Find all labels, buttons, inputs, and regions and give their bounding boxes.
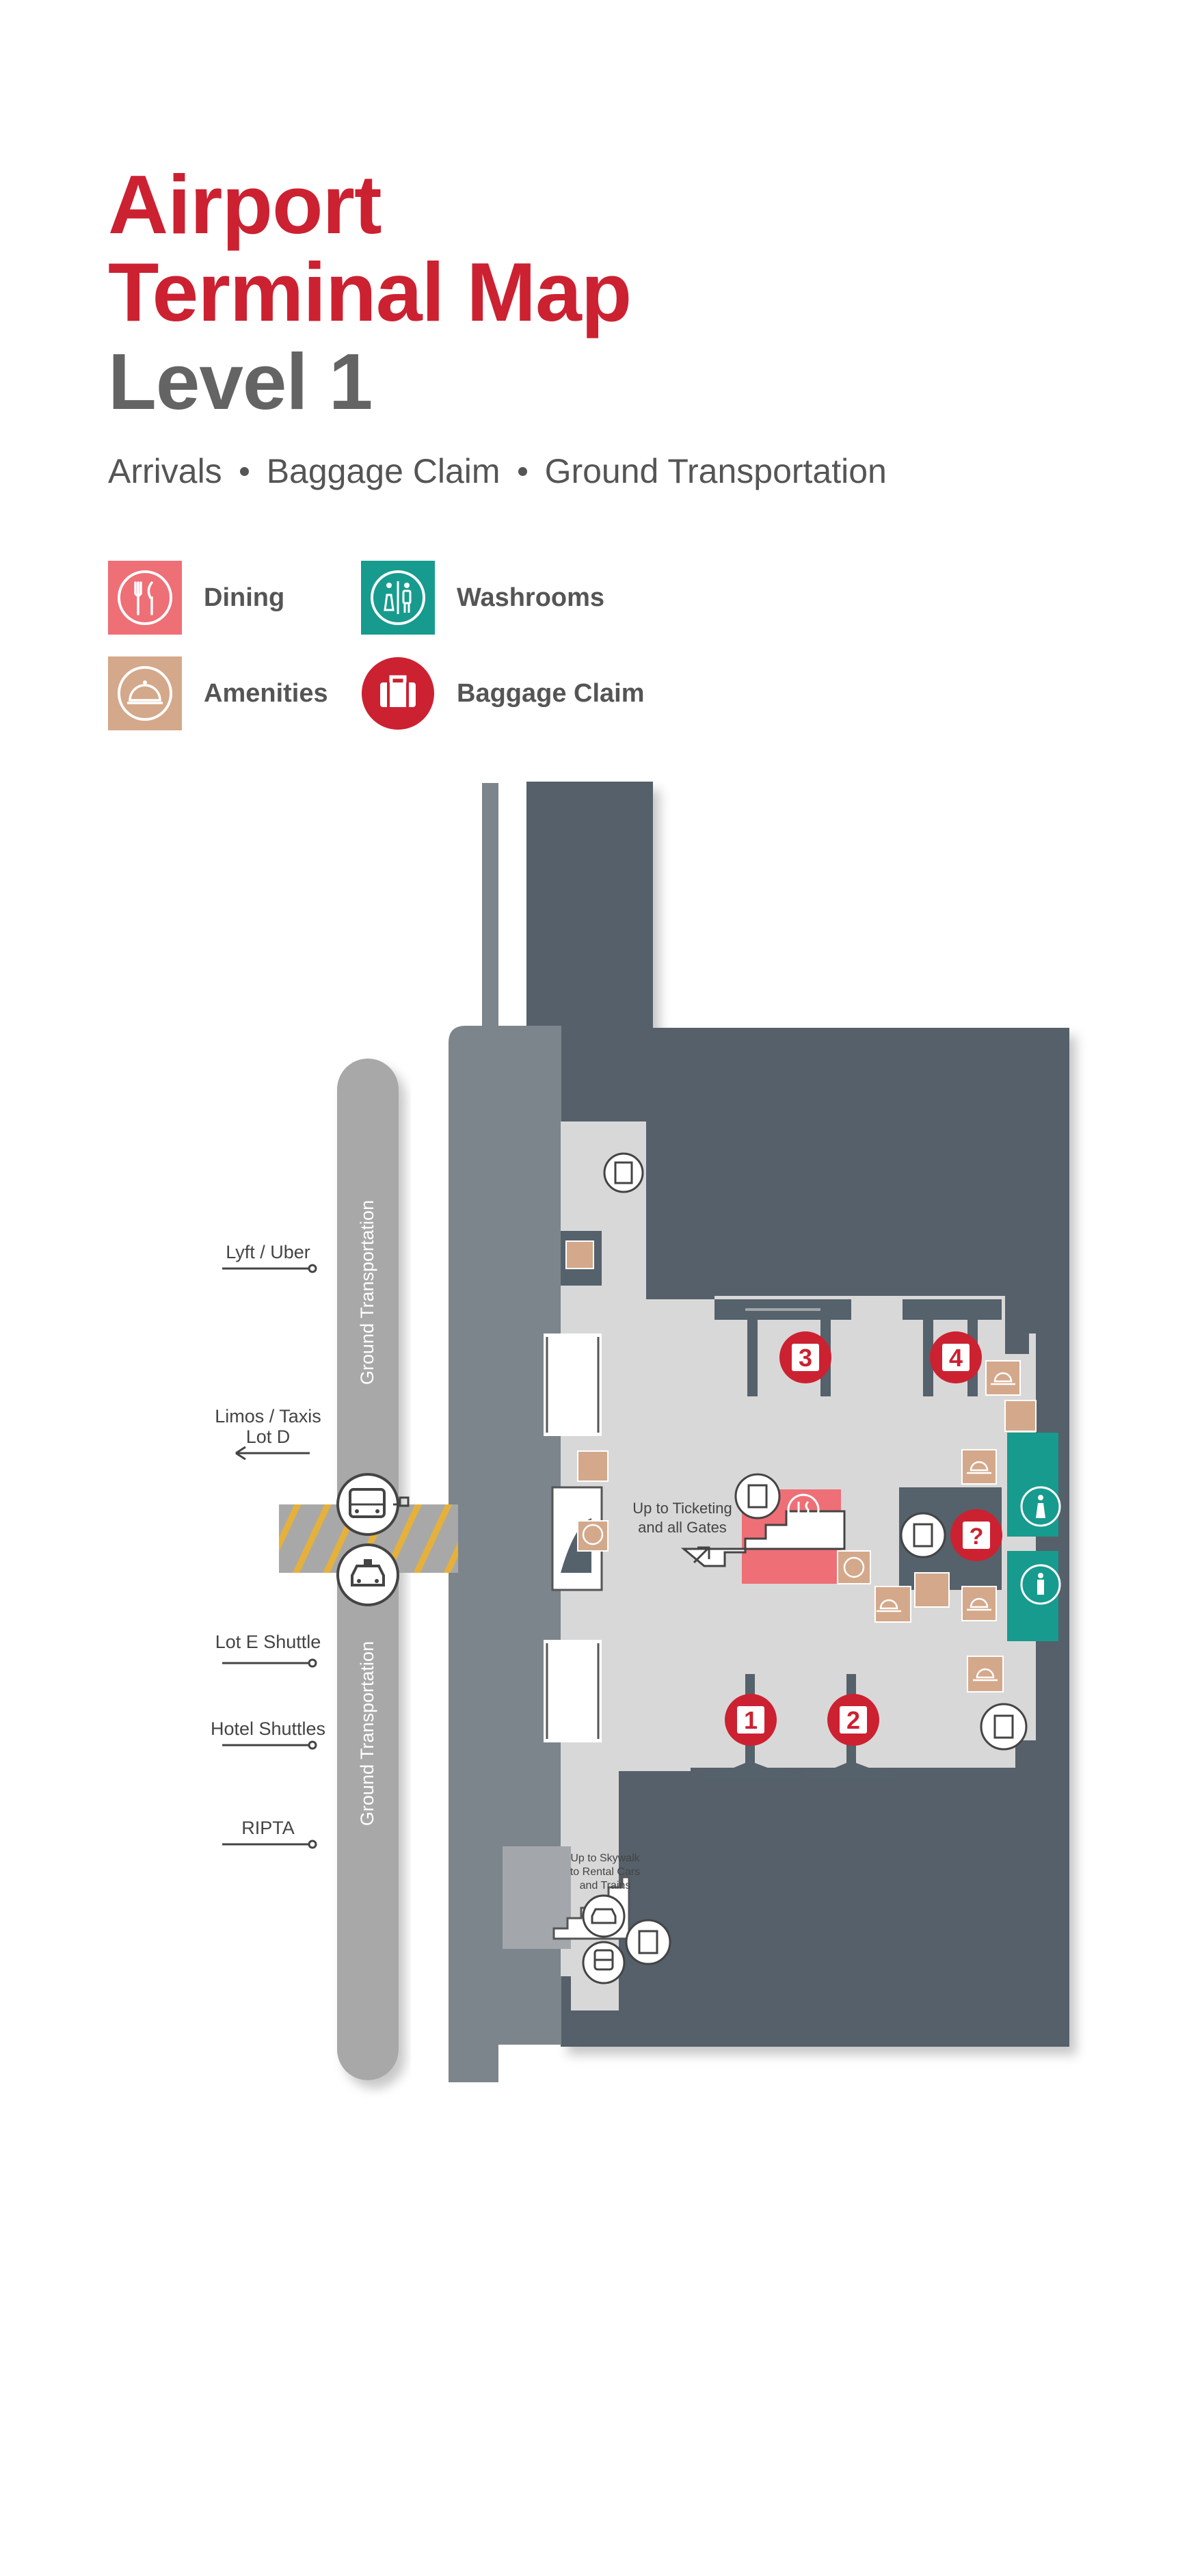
car-rental-icon — [582, 1894, 626, 1938]
baggage-claim-icon — [361, 656, 435, 730]
svg-text:1: 1 — [744, 1706, 758, 1734]
exit-door-3 — [544, 1640, 602, 1742]
bus-icon — [336, 1473, 410, 1536]
subtitle-ground-transportation: Ground Transportation — [544, 452, 887, 490]
elevator-icon — [603, 1152, 644, 1193]
carousel-3 — [714, 1299, 851, 1396]
elevator-icon — [980, 1703, 1028, 1751]
bullet-dot — [518, 466, 527, 476]
subtitle-baggage-claim: Baggage Claim — [266, 452, 500, 490]
ripta-label: RIPTA — [241, 1818, 295, 1838]
ground-transportation-label-lower: Ground Transportation — [357, 1641, 377, 1826]
curbside-road — [449, 783, 498, 2082]
legend-washrooms: Washrooms — [361, 561, 604, 635]
up-to-skywalk-label-1: Up to Skywalk — [570, 1853, 640, 1864]
carousel-4-icon: 4 — [930, 1331, 982, 1383]
legend-amenities-label: Amenities — [204, 678, 328, 708]
legend-baggage-claim-label: Baggage Claim — [457, 678, 645, 708]
amenity-icon — [961, 1586, 997, 1621]
washroom-icon — [361, 561, 435, 635]
amenity-icon — [967, 1656, 1004, 1692]
limos-taxis-label: Limos / Taxis — [215, 1406, 321, 1426]
womens-washroom-icon — [1020, 1486, 1061, 1527]
up-to-ticketing-label-2: and all Gates — [638, 1519, 727, 1536]
train-icon — [582, 1941, 626, 1984]
legend-washrooms-label: Washrooms — [457, 583, 605, 612]
up-to-skywalk-label-2: to Rental Cars — [570, 1866, 640, 1878]
svg-text:3: 3 — [799, 1344, 812, 1372]
amenity-icon — [1004, 1400, 1037, 1432]
lot-e-shuttle-label: Lot E Shuttle — [215, 1632, 321, 1652]
amenity-icon — [565, 1240, 594, 1269]
subtitle: Arrivals Baggage Claim Ground Transporta… — [108, 451, 887, 491]
legend-baggage-claim: Baggage Claim — [361, 656, 645, 730]
lot-d-label: Lot D — [246, 1426, 291, 1447]
amenity-icon — [961, 1449, 997, 1485]
elevator-icon — [900, 1512, 946, 1558]
carousel-2-icon: 2 — [827, 1694, 879, 1746]
svg-text:2: 2 — [846, 1706, 860, 1734]
up-arrow-icon — [693, 1546, 710, 1564]
elevator-icon — [625, 1919, 671, 1965]
amenities-icon — [108, 656, 182, 730]
amenity-icon — [577, 1450, 609, 1482]
baggage-service-icon: ? — [950, 1509, 1002, 1561]
lyft-uber-label: Lyft / Uber — [226, 1242, 310, 1262]
title-line-1: Airport — [108, 158, 382, 251]
level-label: Level 1 — [108, 337, 373, 426]
legend-dining-label: Dining — [204, 583, 285, 612]
title-line-2: Terminal Map — [108, 245, 632, 338]
elevator-icon — [734, 1473, 781, 1519]
bullet-dot — [239, 466, 249, 476]
taxi-icon — [336, 1543, 399, 1606]
dining-icon — [108, 561, 182, 635]
amenity-icon — [985, 1360, 1021, 1396]
dining-icon — [787, 1493, 820, 1526]
mens-washroom-icon — [1020, 1564, 1061, 1605]
carousel-3-icon: 3 — [779, 1331, 831, 1383]
subtitle-arrivals: Arrivals — [108, 452, 222, 490]
up-to-ticketing-label-1: Up to Ticketing — [632, 1500, 732, 1517]
legend-amenities: Amenities — [108, 656, 328, 730]
amenity-icon — [874, 1586, 911, 1623]
svg-text:?: ? — [970, 1524, 984, 1550]
exit-door-1 — [544, 1333, 602, 1436]
svg-text:4: 4 — [949, 1344, 963, 1372]
amenity-icon — [837, 1550, 871, 1584]
ground-transportation-label-upper: Ground Transportation — [357, 1200, 377, 1385]
carousel-1-icon: 1 — [725, 1694, 777, 1746]
amenity-icon — [914, 1572, 950, 1608]
legend-dining: Dining — [108, 561, 284, 635]
up-to-skywalk-label-3: and Trains — [580, 1880, 631, 1891]
hotel-shuttles-label: Hotel Shuttles — [211, 1718, 325, 1739]
